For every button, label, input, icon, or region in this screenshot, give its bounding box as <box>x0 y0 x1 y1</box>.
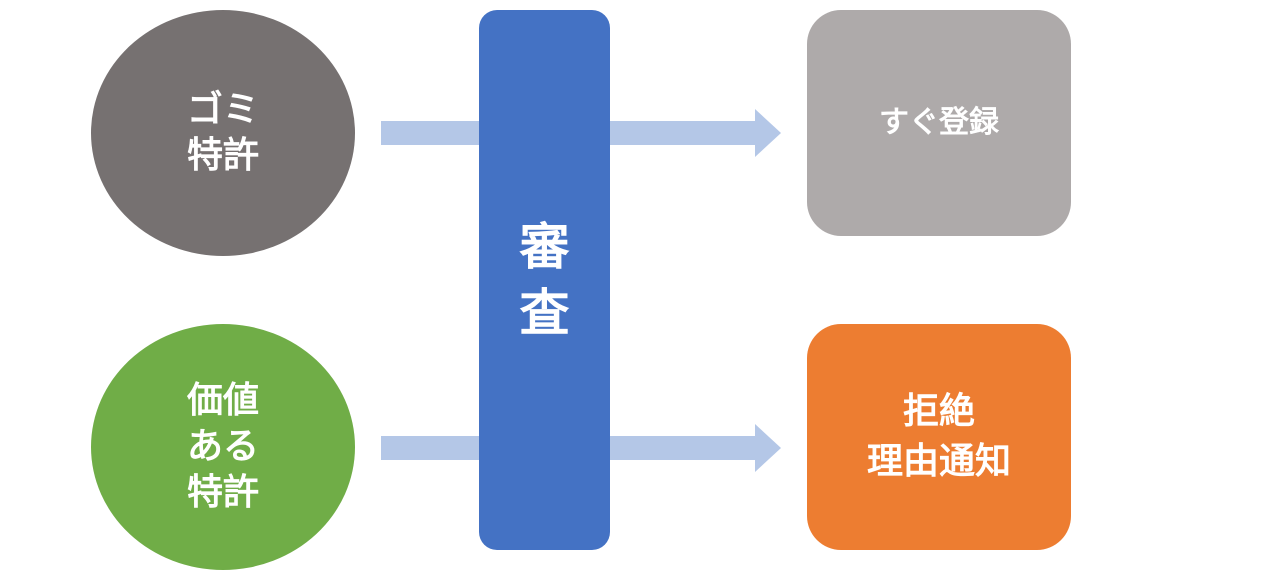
valuable-patent-label-line-1: 価値 <box>186 380 259 421</box>
valuable-patent-label-line-2: ある <box>186 426 259 467</box>
arrow-junk-to-review <box>381 121 491 145</box>
rejection-notice-label-line-2: 理由通知 <box>866 441 1011 482</box>
arrow-review-to-registration <box>600 121 756 145</box>
junk-patent-label-line-2: 特許 <box>186 135 259 176</box>
examination-label-line-1: 審 <box>519 218 570 276</box>
immediate-registration-box: すぐ登録 <box>807 10 1071 236</box>
immediate-registration-label: すぐ登録 <box>879 105 999 140</box>
arrow-review-to-rejection <box>600 436 756 460</box>
valuable-patent-circle: 価値 ある 特許 <box>91 324 355 570</box>
examination-bar: 審 査 <box>479 10 610 550</box>
rejection-notice-label-line-1: 拒絶 <box>902 391 975 432</box>
rejection-notice-box: 拒絶 理由通知 <box>807 324 1071 550</box>
arrowhead-rejection <box>755 424 781 472</box>
examination-label-line-2: 査 <box>519 284 570 342</box>
arrowhead-registration <box>755 109 781 157</box>
junk-patent-circle: ゴミ 特許 <box>91 10 355 256</box>
junk-patent-label-line-1: ゴミ <box>186 89 259 130</box>
arrow-valuable-to-review <box>381 436 491 460</box>
valuable-patent-label-line-3: 特許 <box>186 472 259 513</box>
